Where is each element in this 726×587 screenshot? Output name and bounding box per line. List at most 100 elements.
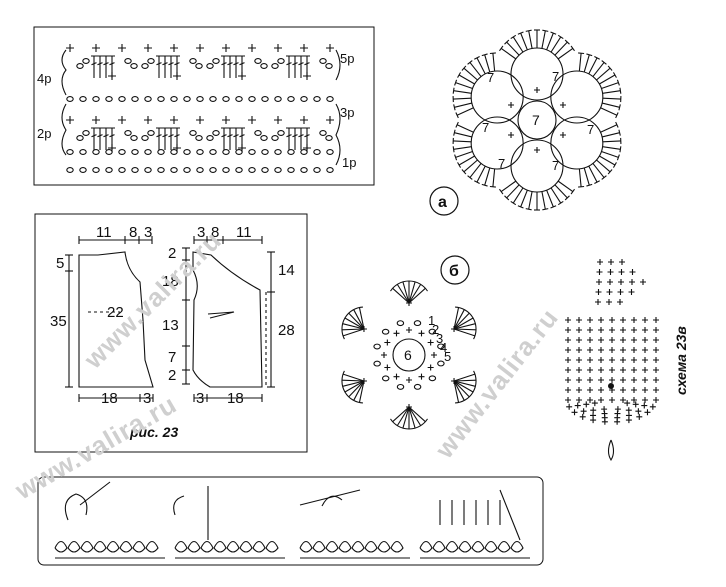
petal-stitch-line (520, 32, 528, 51)
back-bottom-18: 18 (101, 390, 118, 407)
single-crochet-icon (620, 337, 626, 343)
chain-stitch-icon (325, 135, 333, 141)
single-crochet-icon (642, 337, 648, 343)
single-crochet-icon (300, 116, 308, 124)
petal-stitch-line (578, 53, 582, 72)
petal-stitch-tick (570, 45, 575, 52)
fan-stitch-line (358, 307, 365, 330)
single-crochet-icon (384, 364, 391, 371)
petal-stitch-tick (457, 72, 462, 78)
single-crochet-icon (406, 327, 412, 333)
double-crochet-icon (233, 127, 239, 150)
motif-b-ring-mark-4: 4 (440, 340, 447, 355)
single-crochet-icon (571, 409, 578, 416)
petal-stitch-line (596, 67, 611, 81)
stitch-loop-icon (54, 540, 68, 553)
petal-stitch-line (463, 67, 478, 81)
single-crochet-icon (418, 330, 425, 337)
petal-stitch-line (512, 187, 524, 204)
fan-stitch-line (342, 380, 365, 387)
single-crochet-icon (598, 317, 604, 323)
double-crochet-icon (286, 55, 292, 78)
chain-stitch-icon (254, 130, 262, 136)
fan-stitch-line (453, 328, 476, 337)
petal-stitch-tick (525, 208, 532, 211)
chain-stitch-icon (222, 167, 230, 173)
chain-stitch-icon (92, 96, 100, 102)
single-crochet-icon (384, 339, 391, 346)
single-crochet-icon (618, 279, 624, 285)
stitch-loop-icon (419, 540, 433, 553)
petal-stitch-tick (517, 205, 524, 209)
double-crochet-icon (227, 127, 233, 150)
fan-stitch-line (342, 328, 365, 337)
petal-stitch-tick (607, 169, 613, 175)
chain-stitch-icon (144, 149, 152, 155)
fan-arc (390, 418, 428, 430)
back-bottom-3: 3 (143, 390, 151, 407)
double-crochet-icon (221, 127, 227, 150)
single-crochet-icon (451, 326, 458, 332)
single-crochet-icon (653, 337, 659, 343)
petal-stitch-line (469, 62, 482, 77)
single-crochet-icon (565, 327, 571, 333)
chain-stitch-icon (325, 63, 333, 69)
chain-stitch-icon (271, 135, 279, 141)
single-crochet-icon (617, 299, 623, 305)
stitch-loop-icon (213, 540, 227, 553)
fan-stitch-line (453, 312, 470, 330)
petal-stitch-tick (615, 121, 619, 128)
petal-stitch-tick (550, 205, 557, 209)
single-crochet-icon (595, 299, 601, 305)
stitch-loop-icon (432, 540, 446, 553)
arrow-curve-icon (173, 495, 185, 516)
fan-stitch-line (396, 284, 410, 304)
single-crochet-icon (565, 387, 571, 393)
single-crochet-icon (609, 337, 615, 343)
chain-stitch-icon (287, 167, 295, 173)
single-crochet-icon (587, 377, 593, 383)
petal-stitch-tick (453, 129, 456, 136)
chain-stitch-icon (170, 96, 178, 102)
fan-arc (455, 306, 477, 340)
chain-stitch-icon (206, 63, 214, 69)
fan-stitch-line (453, 309, 465, 330)
chain-stitch-icon (260, 63, 268, 69)
petal-stitch-line (455, 82, 473, 90)
petal-stitch-tick (453, 104, 456, 111)
petal-stitch-line (463, 159, 478, 173)
petal-stitch-line (602, 146, 621, 150)
single-crochet-icon (173, 144, 181, 152)
chain-stitch-icon (157, 167, 165, 173)
row-turn-arc (335, 103, 341, 166)
petal-stitch-tick (557, 34, 564, 40)
single-crochet-icon (565, 377, 571, 383)
stitch-loop-icon (299, 540, 313, 553)
front-left-18: 18 (162, 273, 179, 290)
motif-a-tag-circle (429, 186, 459, 216)
fan-stitch-line (453, 323, 476, 330)
single-crochet-icon (566, 403, 573, 410)
chain-stitch-icon (396, 383, 405, 390)
single-crochet-icon (587, 367, 593, 373)
single-crochet-icon (631, 377, 637, 383)
petal-stitch-line (601, 82, 619, 90)
chain-stitch-icon (105, 149, 113, 155)
single-crochet-icon (618, 269, 625, 275)
hook-icon (79, 481, 111, 506)
fan-stitch-line (348, 312, 365, 330)
petal-outline (470, 116, 524, 170)
technique-strip-frame (37, 476, 544, 566)
single-crochet-icon (598, 337, 604, 343)
double-crochet-icon (168, 127, 174, 150)
hook-icon (499, 489, 521, 541)
motif-b-ring-mark-3: 3 (436, 331, 443, 346)
petal-stitch-line (453, 146, 472, 150)
single-crochet-icon (596, 279, 602, 285)
single-crochet-icon (406, 300, 412, 306)
chain-stitch-icon (147, 130, 155, 136)
single-crochet-icon (620, 377, 626, 383)
single-crochet-icon (598, 367, 604, 373)
petal-stitch-line (602, 97, 621, 100)
double-crochet-icon (91, 55, 97, 78)
